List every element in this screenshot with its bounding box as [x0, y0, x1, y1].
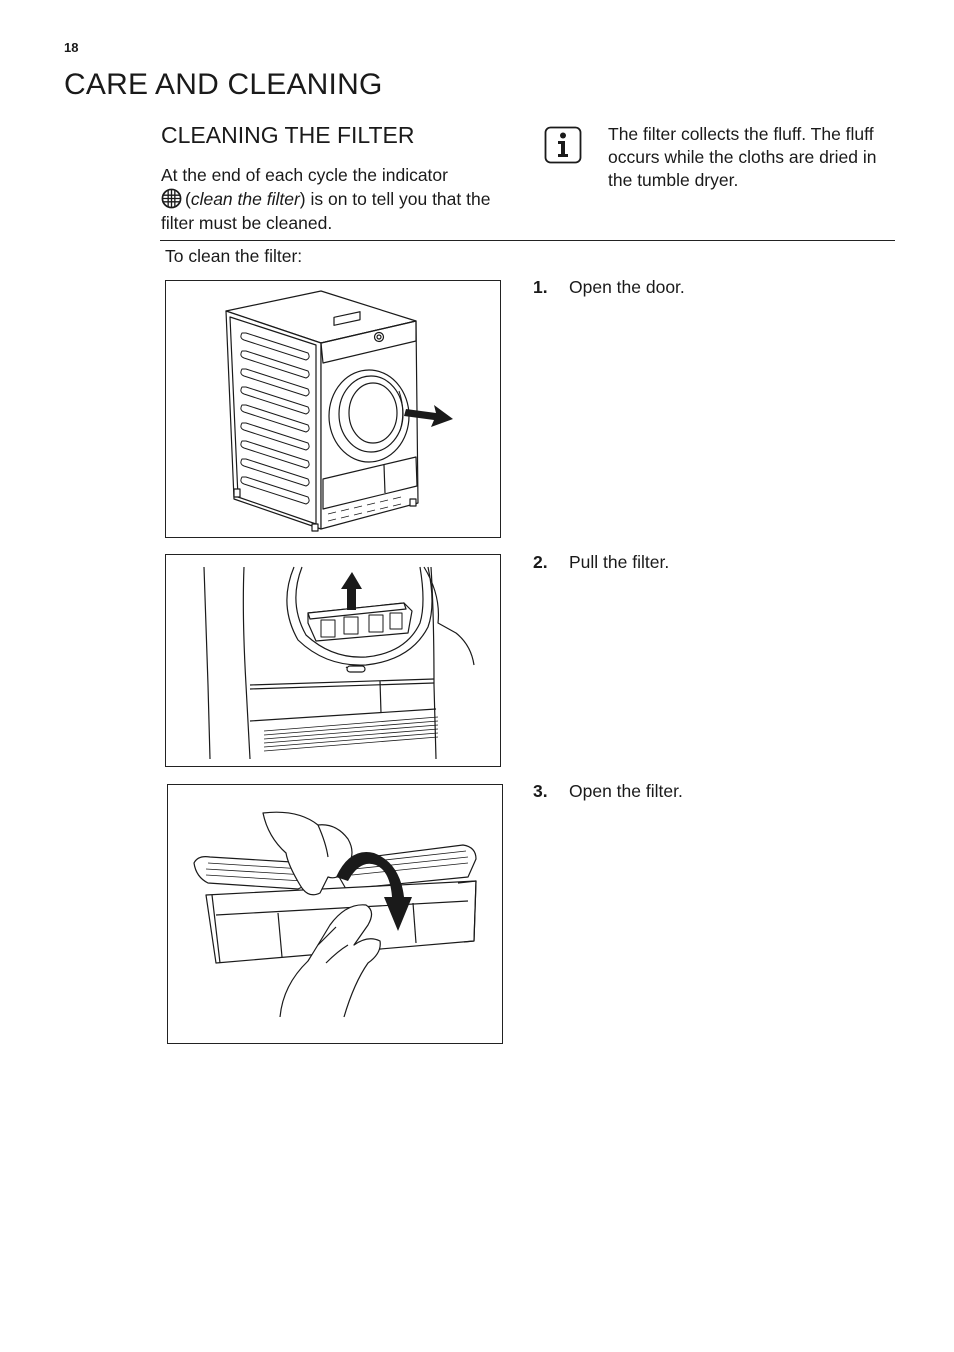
intro-text-part2: ) is on to tell you that the filter must… [161, 189, 491, 233]
intro-paragraph: At the end of each cycle the indicator (… [161, 163, 511, 235]
step-number: 2. [533, 552, 548, 572]
step-2: 2. Pull the filter. [533, 552, 833, 576]
open-filter-illustration [167, 784, 503, 1044]
step-3: 3. Open the filter. [533, 781, 833, 805]
section-divider [160, 240, 895, 241]
pull-filter-illustration [165, 554, 501, 767]
info-icon [544, 126, 582, 164]
step-1: 1. Open the door. [533, 277, 833, 301]
step-number: 1. [533, 277, 548, 297]
subsection-title: CLEANING THE FILTER [161, 122, 415, 148]
step-text: Open the filter. [569, 781, 683, 801]
page-number: 18 [64, 40, 79, 55]
step-text: Open the door. [569, 277, 685, 297]
info-note-text: The filter collects the fluff. The fluff… [608, 124, 877, 190]
intro-paren: ( [185, 189, 191, 209]
clean-filter-indicator-icon [161, 188, 182, 209]
step-number: 3. [533, 781, 548, 801]
section-title: CARE AND CLEANING [64, 68, 383, 101]
intro-italic: clean the filter [190, 189, 300, 209]
to-clean-label: To clean the filter: [165, 246, 303, 266]
intro-text-part1: At the end of each cycle the indicator [161, 165, 448, 185]
dryer-open-door-illustration [165, 280, 501, 538]
step-text: Pull the filter. [569, 552, 670, 572]
